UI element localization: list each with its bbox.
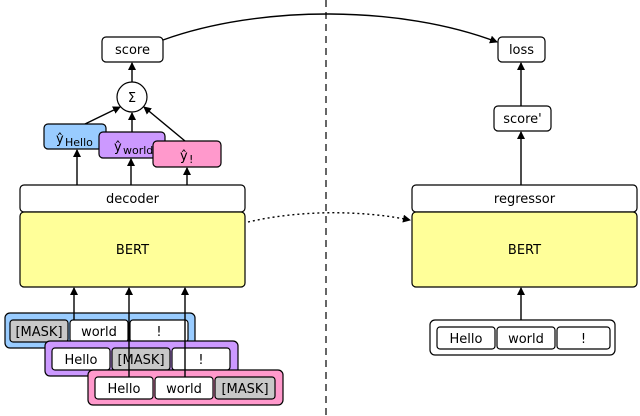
y-hat-hello-node: ŷ Hello [43,123,107,150]
seq2-token-1: Hello [65,353,98,368]
y-hat-hello-symbol: ŷ [56,132,64,147]
regressor-node: regressor [411,184,638,213]
sum-node: Σ [116,81,148,113]
y-hat-world-subscript: world [123,144,153,157]
bert-left-label: BERT [116,243,149,258]
seq1-token-2: world [81,325,117,340]
yhello-to-sum-arrow [84,106,121,125]
right-token-2: world [508,332,544,347]
decoder-label: decoder [106,192,160,207]
score-node: score [101,36,164,63]
seq1-token-1: [MASK] [15,325,62,340]
bert-right-label: BERT [508,243,541,258]
seq3-token-2: world [166,382,202,397]
score-prime-label: score' [503,112,542,127]
loss-label: loss [509,43,534,58]
y-hat-hello-subscript: Hello [65,136,93,149]
seq2-token-2: [MASK] [117,353,164,368]
score-label: score [115,43,150,58]
seq1-token-3: ! [156,325,161,340]
yexcl-to-sum-arrow [143,106,186,142]
y-hat-world-symbol: ŷ [114,140,122,155]
input-sequence-1: [MASK] world ! [4,312,196,349]
y-hat-excl-node: ŷ ! [152,140,222,168]
y-hat-world-node: ŷ world [98,131,166,159]
seq2-token-3: ! [198,353,203,368]
decoder-node: decoder [19,184,246,213]
input-sequence-3: Hello world [MASK] [87,369,284,406]
loss-node: loss [497,36,546,63]
sum-symbol: Σ [128,91,136,106]
right-token-1: Hello [450,332,483,347]
right-token-3: ! [581,332,586,347]
bert-left-node: BERT [19,211,246,288]
score-prime-node: score' [493,105,552,132]
y-hat-excl-symbol: ŷ [180,149,188,164]
score-to-loss-arrow [162,13,498,44]
seq3-token-3: [MASK] [221,382,268,397]
bert-right-node: BERT [411,211,638,288]
seq3-token-1: Hello [108,382,141,397]
input-sequence-right: Hello world ! [429,319,616,356]
regressor-label: regressor [494,192,556,207]
bert-transfer-arrow [247,212,411,223]
y-hat-excl-subscript: ! [189,153,193,166]
